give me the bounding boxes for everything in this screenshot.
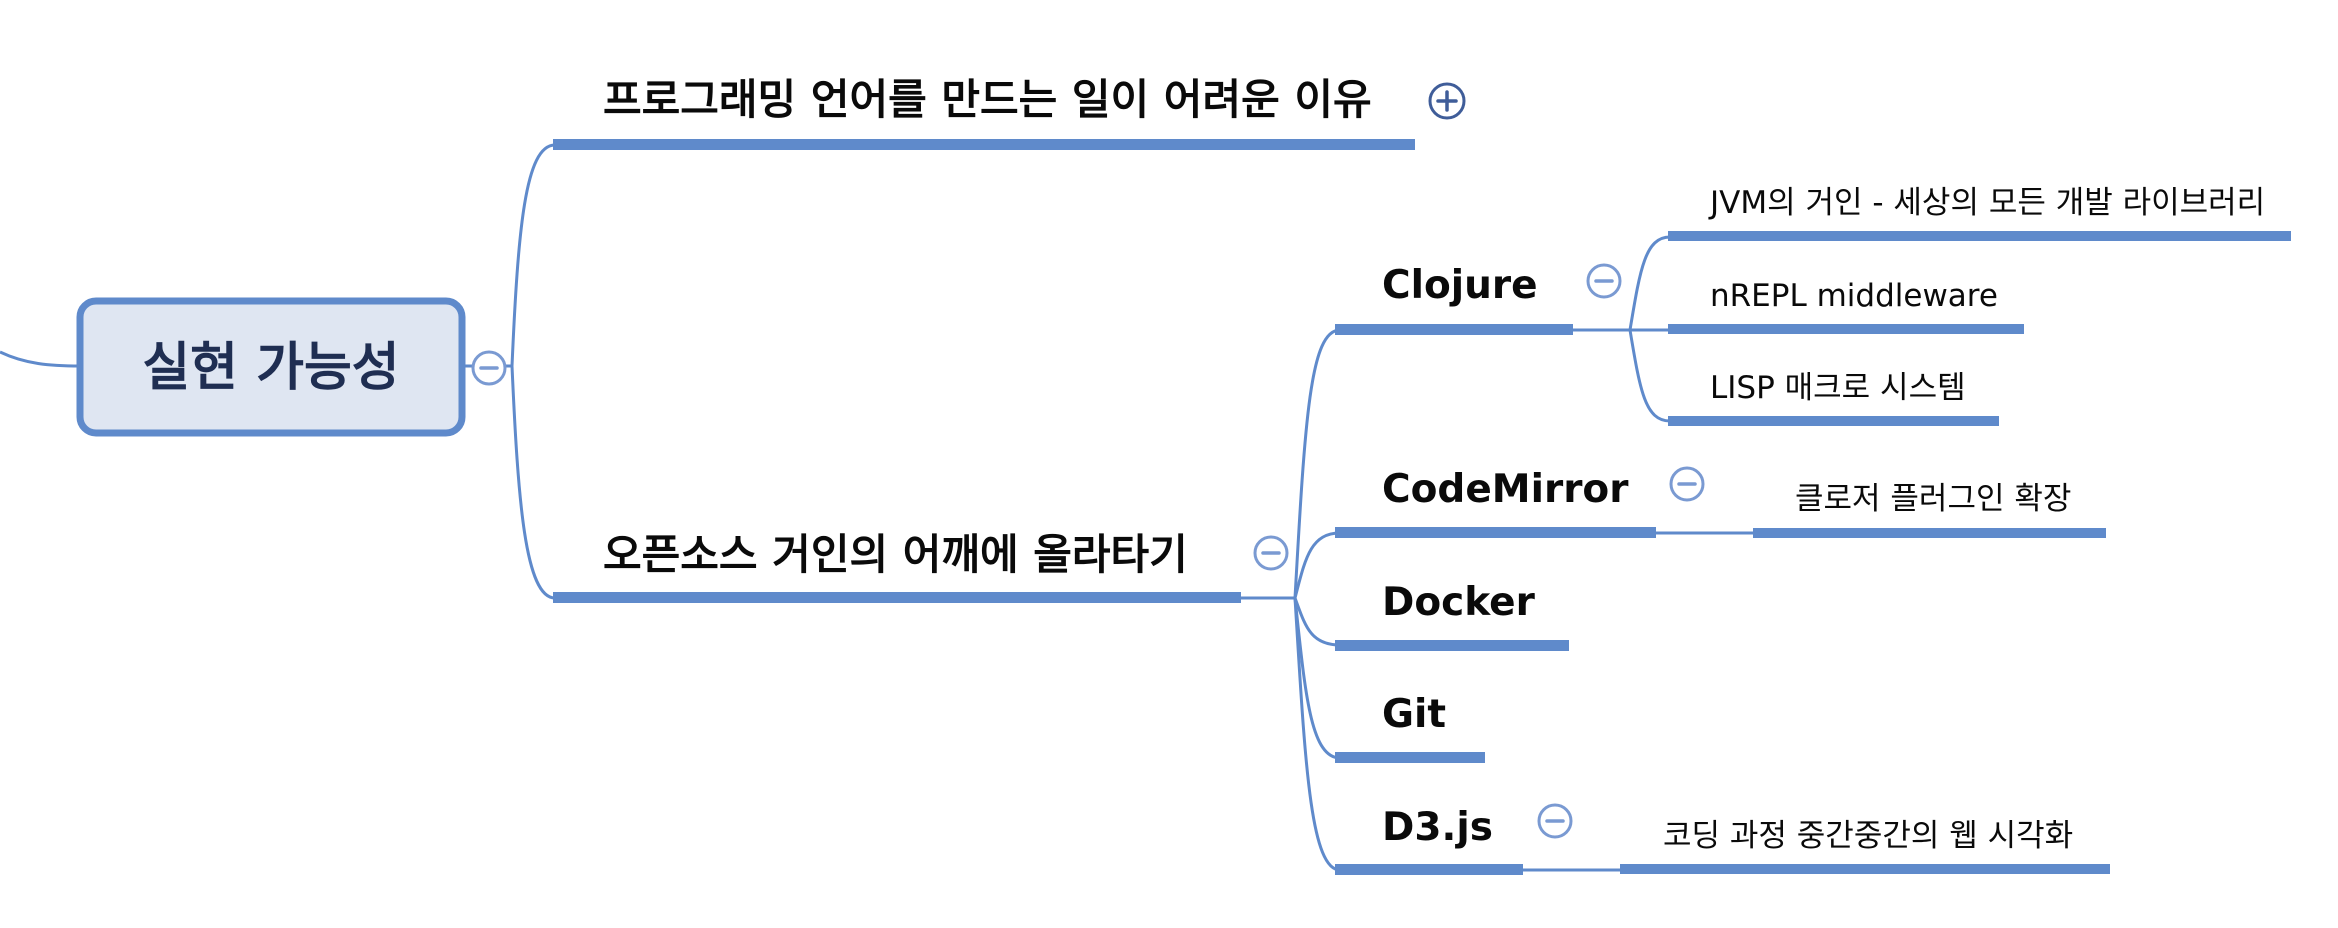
connector-clojure-leaf-3 xyxy=(1628,329,1671,423)
node-docker[interactable]: Docker xyxy=(1335,580,1569,651)
leaf-clojure-jvm-label: JVM의 거인 - 세상의 모든 개발 라이브러리 xyxy=(1708,185,2265,221)
branch-difficulty-underline xyxy=(553,139,1415,150)
node-codemirror-collapse-toggle[interactable] xyxy=(1669,466,1705,502)
node-codemirror-label: CodeMirror xyxy=(1382,467,1629,512)
node-clojure[interactable]: Clojure xyxy=(1335,263,1573,335)
node-git-underline xyxy=(1335,752,1485,763)
branch-giants-collapse-toggle[interactable] xyxy=(1253,535,1289,571)
node-clojure-label: Clojure xyxy=(1382,263,1538,308)
leaf-clojure-lisp-label: LISP 매크로 시스템 xyxy=(1710,370,1966,406)
leaf-codemirror-plugin[interactable]: 클로저 플러그인 확장 xyxy=(1753,481,2106,538)
leaf-clojure-nrepl[interactable]: nREPL middleware xyxy=(1668,278,2024,334)
leaf-clojure-nrepl-underline xyxy=(1668,324,2024,334)
branch-giants-underline xyxy=(553,592,1241,603)
branch-giants[interactable]: 오픈소스 거인의 어깨에 올라타기 xyxy=(553,530,1241,603)
node-docker-label: Docker xyxy=(1382,580,1536,625)
leaf-clojure-jvm-underline xyxy=(1668,231,2291,241)
connector-clojure-leaf-1 xyxy=(1628,235,1671,331)
node-d3-label: D3.js xyxy=(1382,805,1493,850)
connector-giants xyxy=(510,365,556,600)
leaf-d3-visualization[interactable]: 코딩 과정 중간중간의 웹 시각화 xyxy=(1620,818,2110,874)
node-clojure-underline xyxy=(1335,324,1573,335)
connector-lines xyxy=(0,143,1755,872)
leaf-codemirror-plugin-label: 클로저 플러그인 확장 xyxy=(1795,481,2071,517)
connector-codemirror xyxy=(1293,531,1341,599)
leaf-clojure-lisp-underline xyxy=(1668,416,1999,426)
root-node-box[interactable] xyxy=(76,297,466,437)
leaf-clojure-jvm[interactable]: JVM의 거인 - 세상의 모든 개발 라이브러리 xyxy=(1668,185,2291,241)
node-d3-underline xyxy=(1335,864,1523,875)
connector-difficulty xyxy=(510,143,556,367)
node-codemirror-underline xyxy=(1335,527,1656,538)
leaf-d3-visualization-underline xyxy=(1620,864,2110,874)
leaf-clojure-nrepl-label: nREPL middleware xyxy=(1710,278,1998,314)
leaf-clojure-lisp[interactable]: LISP 매크로 시스템 xyxy=(1668,370,1999,426)
node-git-label: Git xyxy=(1382,692,1446,737)
node-clojure-collapse-toggle[interactable] xyxy=(1586,263,1622,299)
incoming-connector xyxy=(0,350,81,368)
node-d3[interactable]: D3.js xyxy=(1335,805,1523,875)
branch-difficulty-label: 프로그래밍 언어를 만드는 일이 어려운 이유 xyxy=(603,75,1372,124)
connector-clojure xyxy=(1293,328,1341,599)
root-node-label: 실현 가능성 xyxy=(142,338,399,398)
root-collapse-toggle[interactable] xyxy=(471,350,507,386)
node-codemirror[interactable]: CodeMirror xyxy=(1335,467,1656,538)
connector-git xyxy=(1293,597,1341,760)
root-node[interactable]: 실현 가능성 xyxy=(76,297,466,437)
node-d3-collapse-toggle[interactable] xyxy=(1537,803,1573,839)
connector-docker xyxy=(1293,597,1341,647)
branch-giants-label: 오픈소스 거인의 어깨에 올라타기 xyxy=(603,530,1188,579)
node-git[interactable]: Git xyxy=(1335,692,1485,763)
branch-difficulty-expand-toggle[interactable] xyxy=(1428,82,1466,120)
branch-difficulty[interactable]: 프로그래밍 언어를 만드는 일이 어려운 이유 xyxy=(553,75,1415,150)
leaf-d3-visualization-label: 코딩 과정 중간중간의 웹 시각화 xyxy=(1663,818,2073,854)
connector-d3 xyxy=(1293,597,1341,872)
node-docker-underline xyxy=(1335,640,1569,651)
leaf-codemirror-plugin-underline xyxy=(1753,528,2106,538)
